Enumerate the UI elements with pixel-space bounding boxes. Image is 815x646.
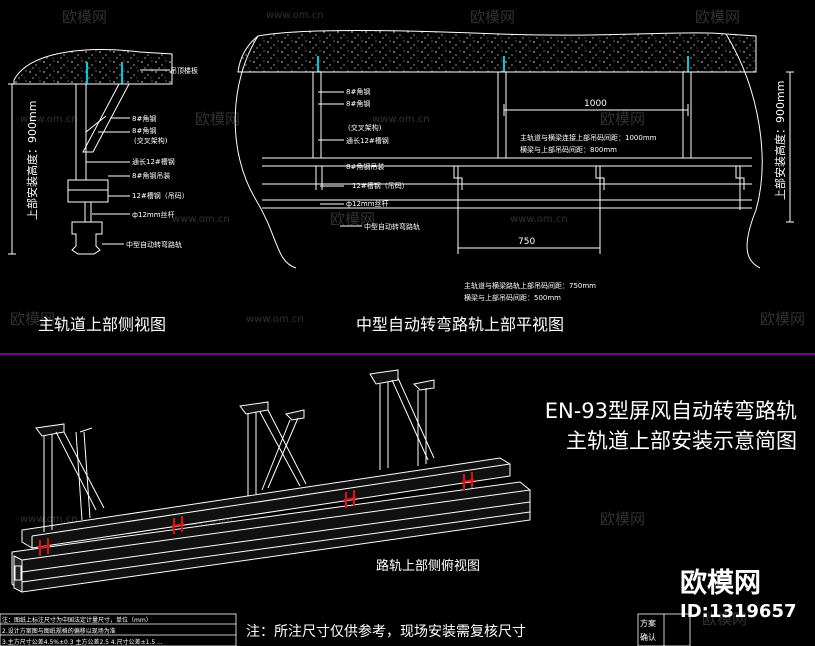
- watermark-site: www.om.cn: [510, 214, 568, 225]
- watermark-brand: 欧模网: [600, 110, 645, 128]
- watermark-brand: 欧模网: [10, 310, 55, 328]
- watermark-site: www.om.cn: [266, 10, 324, 21]
- plan-label: 通长12#槽钢: [346, 136, 389, 145]
- watermark: 欧模网: [695, 8, 740, 26]
- footer-table: [0, 613, 691, 646]
- label-channel: 通长12#槽钢: [132, 157, 175, 166]
- watermark-site: www.om.cn: [246, 314, 304, 325]
- watermark-brand: 欧模网: [330, 210, 375, 228]
- watermark-site: www.om.cn: [20, 114, 78, 125]
- watermark: 欧模网: [62, 8, 107, 26]
- plan-label: 8#角钢吊装: [346, 162, 384, 171]
- side-height-label: 上部安装高度：900mm: [25, 101, 39, 220]
- watermark-brand: 欧模网: [195, 110, 240, 128]
- watermark-brand: 欧模网: [600, 510, 645, 528]
- label-rod: ф12mm丝杆: [132, 210, 175, 219]
- plan-label: 8#角钢: [346, 87, 370, 96]
- dim-750: 750: [518, 237, 535, 247]
- watermark-site: www.om.cn: [172, 214, 230, 225]
- watermarks: 欧模网 欧模网 欧模网 www.om.cn www.om.cn 欧模网 www.…: [10, 8, 805, 628]
- label-ceiling: 吊顶楼板: [170, 66, 198, 75]
- plan-note: 主轨道与横梁连接上部吊码间距：1000mm: [520, 133, 657, 142]
- watermark: 欧模网: [470, 8, 515, 26]
- plan-ceiling: [237, 30, 757, 73]
- iso-beam: [21, 457, 511, 549]
- watermark-brand: 欧模网: [470, 8, 515, 26]
- plan-view-labels: 8#角钢 8#角钢 (交叉架构) 通长12#槽钢 8#角钢吊装 12#槽钢（吊码…: [346, 87, 657, 302]
- watermark-brand: 欧模网: [702, 610, 747, 628]
- side-view: [8, 49, 173, 255]
- brand-name: 欧模网: [680, 568, 761, 599]
- watermark-brand: 欧模网: [62, 8, 107, 26]
- plan-label: 12#槽钢（吊码）: [352, 181, 409, 190]
- approval-label: 确认: [640, 632, 656, 642]
- plan-label: (交叉架构): [348, 123, 382, 132]
- main-title-line2: 主轨道上部安装示意简图: [566, 429, 797, 453]
- dim-1000: 1000: [584, 99, 607, 109]
- plan-label: 中型自动转弯路轨: [364, 222, 420, 231]
- watermark-site: www.om.cn: [372, 114, 430, 125]
- footer-table-text: 注：图纸上标注尺寸为中国法定计量尺寸，单位（mm） 2.设计方案图与图纸规格的偏…: [2, 616, 163, 646]
- footer-row: 3.主方尺寸公差4.5%±0.3 主方公差2.5 4.尺寸公差±1.5 ...: [2, 638, 163, 646]
- watermark-brand: 欧模网: [760, 310, 805, 328]
- label-channel-clip: 12#槽钢（吊码）: [132, 191, 189, 200]
- plan-note: 横梁与上部吊码间距：500mm: [464, 293, 561, 302]
- plan-view: [234, 30, 794, 269]
- label-angle: 8#角钢: [132, 126, 156, 135]
- iso-view: [11, 369, 531, 593]
- iso-support: [35, 423, 105, 532]
- plan-note: 横梁与上部吊码间距：800mm: [520, 145, 617, 154]
- plan-view-title: 中型自动转弯路轨上部平视图: [356, 315, 564, 334]
- footer-row: 2.设计方案图与图纸规格的偏移以现场为准: [2, 627, 116, 635]
- label-hanger: 8#角钢吊装: [132, 171, 170, 180]
- plan-label: 8#角钢: [346, 99, 370, 108]
- iso-track: [11, 481, 531, 593]
- brand-id: ID:1319657: [680, 601, 797, 622]
- iso-support: [239, 401, 307, 496]
- label-angle: 8#角钢: [132, 114, 156, 123]
- iso-support: [369, 369, 435, 470]
- main-title-line1: EN-93型屏风自动转弯路轨: [545, 399, 797, 423]
- label-cross: (交叉架构): [134, 136, 168, 145]
- iso-hangers: [37, 472, 475, 556]
- footer-note: 注：所注尺寸仅供参考，现场安装需复核尺寸: [246, 623, 526, 640]
- label-track: 中型自动转弯路轨: [126, 240, 182, 249]
- side-view-labels: 吊顶楼板 8#角钢 8#角钢 (交叉架构) 通长12#槽钢 8#角钢吊装 12#…: [126, 66, 198, 249]
- plan-height-label: 上部安装高度：900mm: [773, 81, 787, 200]
- plan-note: 主轨道与横梁路轨上部吊码间距：750mm: [464, 281, 596, 290]
- watermark-brand: 欧模网: [695, 8, 740, 26]
- approval-label: 方案: [640, 618, 656, 628]
- plan-label: ф12mm丝杆: [346, 199, 389, 208]
- watermark-site: www.om.cn: [20, 514, 78, 525]
- iso-view-title: 路轨上部侧俯视图: [376, 558, 480, 574]
- ceiling-slab: [13, 49, 173, 85]
- footer-row: 注：图纸上标注尺寸为中国法定计量尺寸，单位（mm）: [2, 616, 152, 624]
- side-view-title: 主轨道上部侧视图: [38, 315, 166, 334]
